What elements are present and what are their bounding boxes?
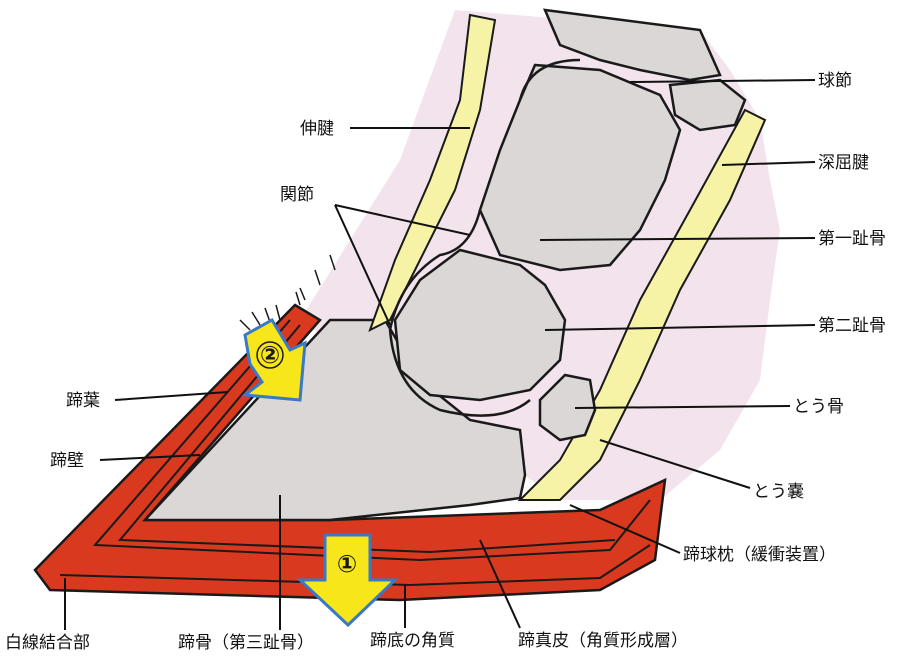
- label-second-phalanx: 第二趾骨: [818, 316, 886, 336]
- label-digital-cushion: 蹄球枕（緩衝装置）: [683, 545, 836, 565]
- label-fetlock-joint: 球節: [818, 71, 852, 91]
- label-coffin-bone: 蹄骨（第三趾骨）: [178, 633, 314, 653]
- arrow-2-label: ②: [260, 341, 280, 369]
- arrow-1-label: ①: [337, 550, 357, 578]
- label-first-phalanx: 第一趾骨: [818, 229, 886, 249]
- label-sole-horn: 蹄底の角質: [370, 631, 455, 651]
- label-laminae: 蹄葉: [66, 391, 100, 411]
- label-white-line: 白線結合部: [5, 633, 90, 653]
- label-extensor-tendon: 伸腱: [300, 119, 334, 139]
- label-deep-flexor-tendon: 深屈腱: [818, 153, 869, 173]
- label-joint: 関節: [280, 185, 314, 205]
- label-navicular-bursa: とう嚢: [753, 482, 804, 502]
- label-navicular-bone: とう骨: [793, 397, 844, 417]
- label-corium: 蹄真皮（角質形成層）: [518, 631, 688, 651]
- label-hoof-wall: 蹄壁: [50, 451, 84, 471]
